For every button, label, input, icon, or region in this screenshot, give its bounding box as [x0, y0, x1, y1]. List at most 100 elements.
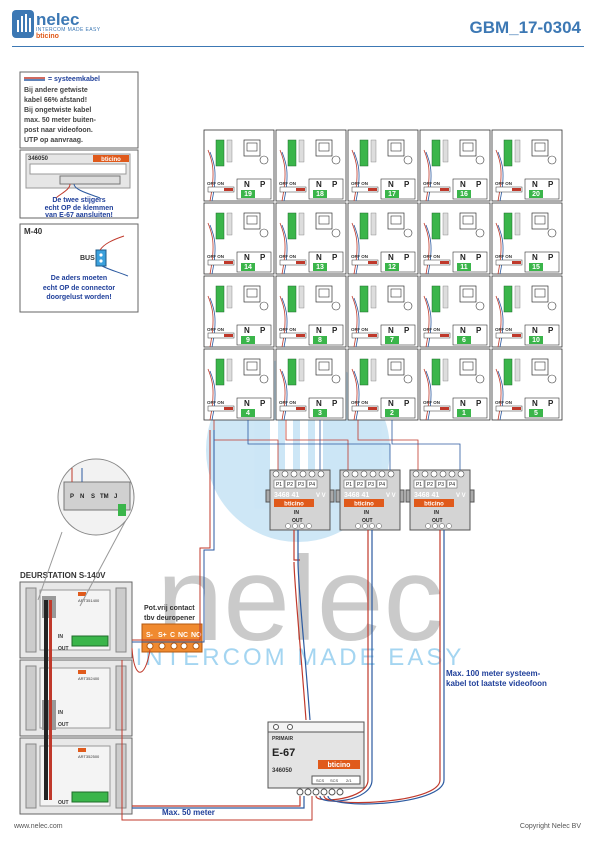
- distributor-out: OUT: [292, 518, 303, 524]
- port-label: P3: [298, 482, 304, 488]
- port-label: P2: [427, 482, 433, 488]
- distributor-brand: bticino: [354, 502, 374, 508]
- monitor-address: 8: [318, 337, 322, 344]
- p-label: P: [332, 180, 338, 189]
- door-station-code-2: ART352400: [78, 676, 100, 681]
- terminal-zoom-bubble: P N S TM J: [37, 458, 135, 607]
- distributor-vv: V V: [316, 493, 326, 499]
- n-label: N: [460, 326, 466, 335]
- footer-copyright: Copyright Nelec BV: [519, 823, 581, 830]
- off-on-label: OFF ON: [279, 254, 296, 259]
- door-station-code-1: ART351400: [78, 598, 100, 603]
- monitor-address: 19: [244, 191, 252, 198]
- door-station-in-label-2: IN: [58, 710, 63, 716]
- zoom-label-j: J: [114, 494, 117, 500]
- legend-line-4: Bij ongetwiste kabel: [24, 107, 91, 114]
- monitor-address: 13: [316, 264, 324, 271]
- monitor-address: 7: [390, 337, 394, 344]
- port-label: P4: [379, 482, 385, 488]
- port-label: P3: [438, 482, 444, 488]
- e67-inset-note-1: De twee stijgers: [52, 197, 105, 204]
- zoom-label-n: N: [80, 494, 84, 500]
- port-label: P4: [449, 482, 455, 488]
- power-model: E-67: [272, 747, 295, 759]
- relay-title-2: tbv deuropener: [144, 615, 195, 622]
- n-label: N: [532, 399, 538, 408]
- monitor-address: 11: [460, 264, 468, 271]
- logo-tagline: INTERCOM MADE EASY: [36, 27, 101, 33]
- n-label: N: [244, 180, 250, 189]
- p-label: P: [404, 399, 410, 408]
- distributor-code: 3468 41: [414, 492, 439, 499]
- relay-term-3: C: [170, 632, 175, 639]
- monitor-address: 10: [532, 337, 540, 344]
- distributor-brand: bticino: [424, 502, 444, 508]
- off-on-label: OFF ON: [495, 327, 512, 332]
- legend-line-6: post naar videofoon.: [24, 127, 93, 134]
- legend-line-5: max. 50 meter buiten-: [24, 117, 97, 124]
- port-label: P1: [276, 482, 282, 488]
- nelec-logo-icon: [12, 10, 34, 38]
- n-label: N: [316, 253, 322, 262]
- m40-inset: M-40 BUS De aders moeten echt OP de conn…: [19, 223, 139, 313]
- legend-line-7: UTP op aanvraag.: [24, 137, 83, 144]
- off-on-label: OFF ON: [279, 181, 296, 186]
- relay-term-5: NO: [191, 632, 202, 639]
- n-label: N: [316, 326, 322, 335]
- relay-term-2: S+: [158, 632, 167, 639]
- off-on-label: OFF ON: [279, 327, 296, 332]
- distributor-vv: V V: [386, 493, 396, 499]
- n-label: N: [460, 399, 466, 408]
- p-label: P: [404, 253, 410, 262]
- off-on-label: OFF ON: [423, 181, 440, 186]
- p-label: P: [548, 399, 554, 408]
- n-label: N: [316, 399, 322, 408]
- monitor-address: 16: [460, 191, 468, 198]
- n-label: N: [244, 253, 250, 262]
- monitor-address: 1: [462, 410, 466, 417]
- off-on-label: OFF ON: [351, 254, 368, 259]
- n-label: N: [316, 180, 322, 189]
- footer-website: www.nelec.com: [14, 823, 63, 830]
- e67-inset: 346050 bticino De twee stijgers echt OP …: [19, 149, 139, 219]
- monitor-address: 14: [244, 264, 252, 271]
- power-brand: bticino: [328, 762, 351, 769]
- off-on-label: OFF ON: [207, 400, 224, 405]
- monitor-address: 20: [532, 191, 540, 198]
- p-label: P: [332, 326, 338, 335]
- distributor-out: OUT: [432, 518, 443, 524]
- monitor-address: 17: [388, 191, 396, 198]
- n-label: N: [460, 253, 466, 262]
- distributor-brand: bticino: [284, 502, 304, 508]
- p-label: P: [260, 326, 266, 335]
- n-label: N: [388, 326, 394, 335]
- n-label: N: [388, 399, 394, 408]
- off-on-label: OFF ON: [495, 181, 512, 186]
- power-code: 346050: [272, 768, 293, 774]
- p-label: P: [548, 326, 554, 335]
- p-label: P: [260, 180, 266, 189]
- e67-inset-note-2: echt OP de klemmen: [45, 205, 114, 212]
- n-label: N: [388, 180, 394, 189]
- off-on-label: OFF ON: [279, 400, 296, 405]
- legend-line-1: = systeemkabel: [48, 76, 100, 83]
- power-primary-label: PRIMAIR: [272, 736, 294, 742]
- off-on-label: OFF ON: [495, 400, 512, 405]
- n-label: N: [388, 253, 394, 262]
- off-on-label: OFF ON: [207, 181, 224, 186]
- distributor-code: 3468 41: [274, 492, 299, 499]
- distributor-vv: V V: [456, 493, 466, 499]
- power-terminal-3: 2/1: [346, 778, 352, 783]
- cable-note-long-2: kabel tot laatste videofoon: [446, 679, 547, 688]
- off-on-label: OFF ON: [207, 254, 224, 259]
- legend-line-2: Bij andere getwiste: [24, 87, 88, 94]
